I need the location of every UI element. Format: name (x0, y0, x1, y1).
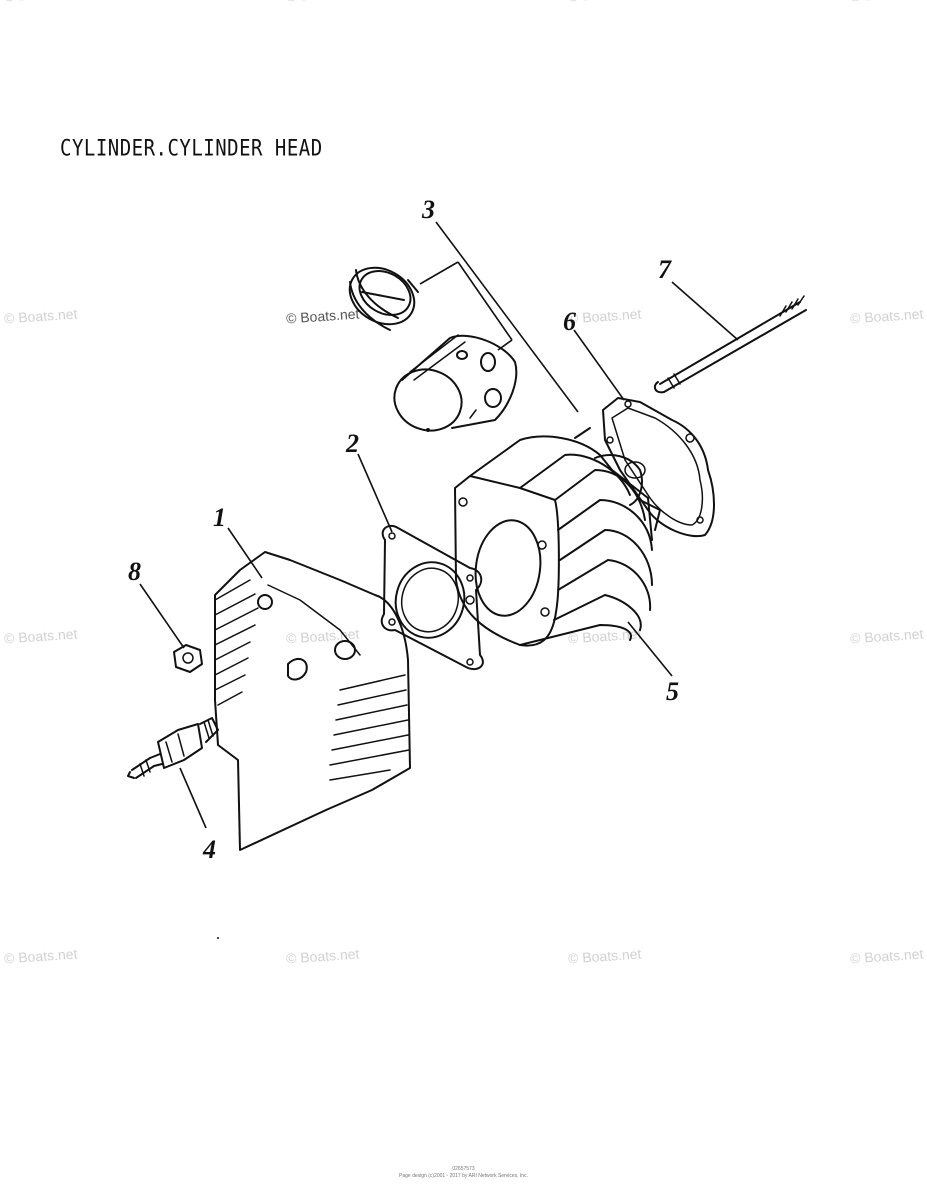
callout-6: 6 (563, 307, 576, 336)
callout-5: 5 (666, 677, 679, 706)
cylinder-base-gasket[interactable] (602, 397, 715, 538)
callout-4: 4 (202, 835, 216, 864)
nut[interactable] (173, 644, 203, 673)
piston-rings[interactable] (340, 256, 425, 335)
piston[interactable] (386, 334, 518, 440)
callout-8: 8 (128, 557, 141, 586)
stud-bolt[interactable] (653, 295, 807, 394)
callout-7: 7 (658, 255, 672, 284)
callout-2: 2 (345, 429, 359, 458)
footer-copyright: Page design (c)2001 - 2017 by ARI Networ… (399, 1173, 528, 1179)
footer-code: 02657573 (452, 1166, 475, 1172)
spark-plug[interactable] (127, 717, 219, 779)
callout-1: 1 (213, 503, 226, 532)
cylinder[interactable] (454, 427, 661, 647)
callout-3: 3 (421, 195, 435, 224)
cylinder-head-gasket[interactable] (380, 524, 484, 671)
cylinder-head[interactable] (214, 551, 411, 851)
diagram-title: CYLINDER.CYLINDER HEAD (60, 136, 323, 162)
leader-lines (139, 221, 739, 829)
